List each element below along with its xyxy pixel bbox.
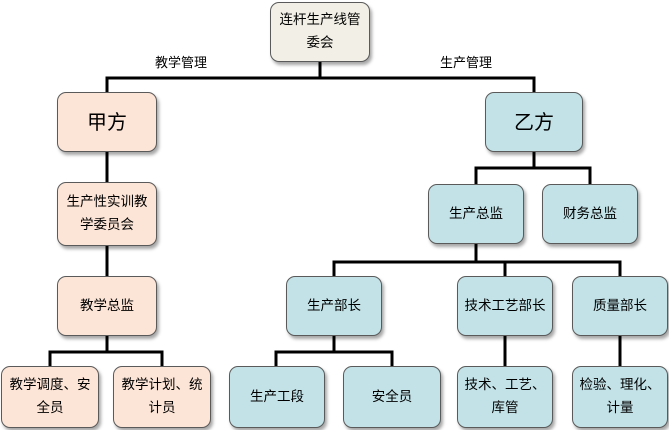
training-committee-label: 生产性实训教学委员会 <box>66 194 148 233</box>
tech-process-warehouse-label: 技术、工艺、库管 <box>464 377 546 416</box>
scheduling-safety-node: 教学调度、安全员 <box>1 366 99 428</box>
production-director-node: 生产总监 <box>428 184 524 244</box>
production-minister-node: 生产部长 <box>286 276 382 336</box>
planning-statistics-node: 教学计划、统计员 <box>113 366 211 428</box>
production-section-node: 生产工段 <box>229 366 325 428</box>
quality-minister-node: 质量部长 <box>572 276 668 336</box>
inspection-metrology-label: 检验、理化、计量 <box>579 377 661 416</box>
party-b-label: 乙方 <box>514 109 554 134</box>
training-committee-node: 生产性实训教学委员会 <box>57 182 157 246</box>
finance-director-node: 财务总监 <box>542 184 638 244</box>
party-a-label: 甲方 <box>87 109 127 134</box>
production-section-label: 生产工段 <box>250 388 304 405</box>
teaching-director-label: 教学总监 <box>80 297 134 314</box>
edge-label-production-management: 生产管理 <box>440 56 493 71</box>
planning-statistics-label: 教学计划、统计员 <box>121 377 203 416</box>
edge-label-teaching-management: 教学管理 <box>155 56 208 71</box>
root-label: 连杆生产线管委会 <box>279 12 361 51</box>
tech-process-warehouse-node: 技术、工艺、库管 <box>457 366 553 428</box>
scheduling-safety-label: 教学调度、安全员 <box>9 377 91 416</box>
technology-process-minister-node: 技术工艺部长 <box>457 276 553 336</box>
finance-director-label: 财务总监 <box>563 205 617 222</box>
safety-officer-label: 安全员 <box>371 388 413 405</box>
technology-process-minister-label: 技术工艺部长 <box>464 297 546 314</box>
safety-officer-node: 安全员 <box>343 366 441 428</box>
party-a-node: 甲方 <box>57 92 157 152</box>
production-minister-label: 生产部长 <box>307 297 361 314</box>
root-management-committee: 连杆生产线管委会 <box>270 2 370 62</box>
inspection-metrology-node: 检验、理化、计量 <box>572 366 668 428</box>
teaching-director-node: 教学总监 <box>57 276 157 336</box>
quality-minister-label: 质量部长 <box>593 297 647 314</box>
party-b-node: 乙方 <box>485 92 583 152</box>
production-director-label: 生产总监 <box>449 205 503 222</box>
